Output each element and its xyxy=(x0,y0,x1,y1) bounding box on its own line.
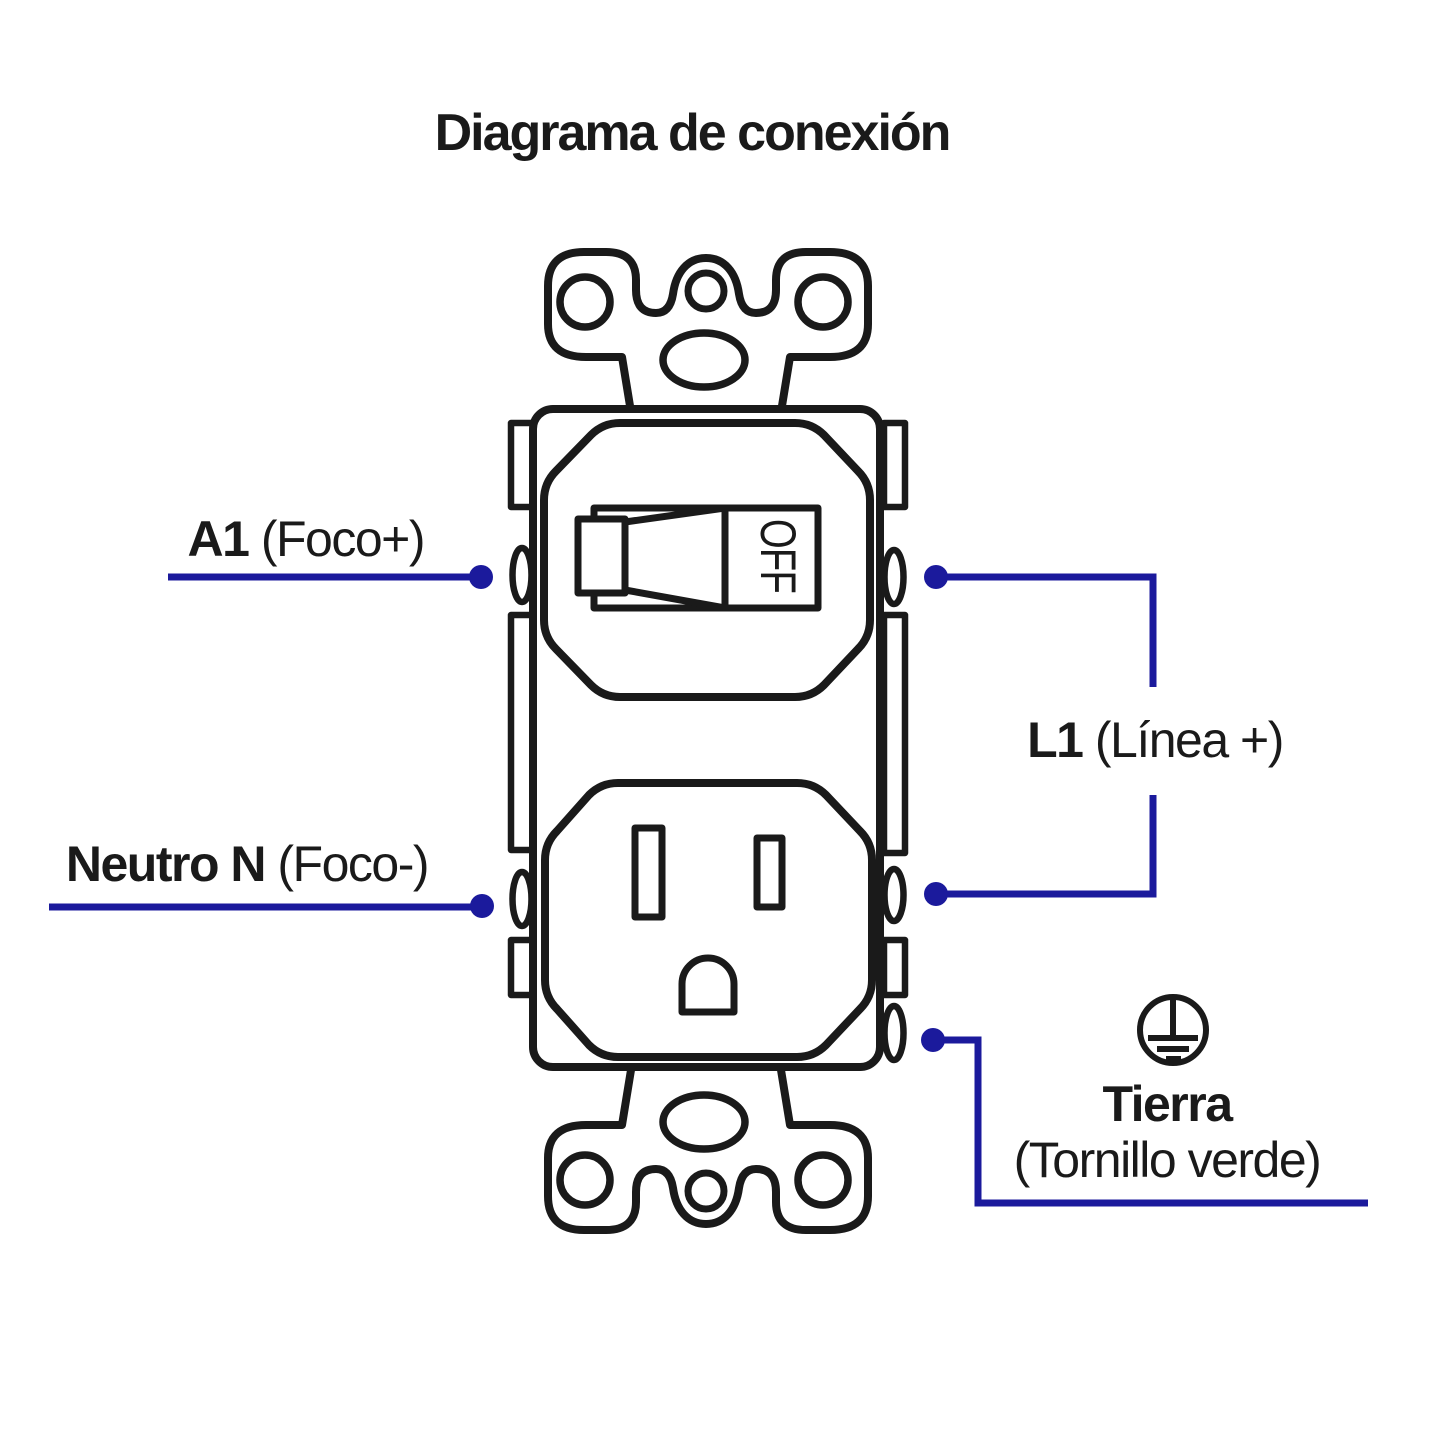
label-tierra-note: (Tornillo verde) xyxy=(1014,1132,1321,1188)
toggle-paddle-bottom-edge xyxy=(621,586,729,612)
terminal-tab-right-2 xyxy=(880,611,909,857)
wire-l1-lower xyxy=(936,795,1157,898)
switch-state-label: OFF xyxy=(750,519,806,593)
terminal-screw-right-ground xyxy=(881,1002,907,1064)
label-neutro: Neutro N (Foco-) xyxy=(66,836,428,892)
label-l1-note: (Línea +) xyxy=(1082,712,1282,768)
strap-screw-hole-top-right xyxy=(794,273,852,331)
terminal-screw-left-outlet xyxy=(509,868,535,930)
label-l1-terminal: L1 xyxy=(1027,712,1083,768)
terminal-screw-right-outlet xyxy=(881,865,907,925)
terminal-dot-ground xyxy=(921,1028,945,1052)
device-drawing xyxy=(507,248,909,1234)
earth-ground-icon xyxy=(1137,994,1209,1066)
label-a1-terminal: A1 xyxy=(188,511,250,567)
terminal-tab-right-1 xyxy=(880,419,909,511)
label-neutro-terminal: Neutro N xyxy=(66,836,265,892)
strap-screw-hole-top-left xyxy=(556,273,614,331)
outlet-ground-hole xyxy=(678,954,738,1016)
mounting-slot-bottom xyxy=(659,1091,749,1153)
wire-l1-upper xyxy=(936,573,1157,687)
terminal-dot-neutro xyxy=(470,894,494,918)
terminal-dot-a1 xyxy=(469,565,493,589)
wires xyxy=(49,573,1368,1207)
label-a1-note: (Foco+) xyxy=(248,511,424,567)
terminal-tab-right-3 xyxy=(880,936,909,999)
label-l1: L1 (Línea +) xyxy=(1027,712,1283,768)
outlet-neutral-slot xyxy=(631,824,666,921)
terminal-screw-right-switch xyxy=(881,546,907,608)
strap-center-hole-top xyxy=(684,269,728,313)
earth-icon-circle xyxy=(1137,994,1209,1066)
strap-screw-hole-bottom-right xyxy=(794,1151,852,1209)
label-neutro-note: (Foco-) xyxy=(265,836,428,892)
outlet-face xyxy=(541,779,876,1061)
label-tierra: Tierra xyxy=(1102,1076,1234,1132)
strap-screw-hole-bottom-left xyxy=(556,1151,614,1209)
mounting-strap-bottom xyxy=(544,1066,872,1234)
strap-center-hole-bottom xyxy=(684,1169,728,1213)
toggle-paddle-top-edge xyxy=(621,504,729,526)
wire-ground xyxy=(933,1036,1368,1207)
mounting-strap-top xyxy=(544,248,872,416)
terminal-dot-l1-bottom xyxy=(924,882,948,906)
switch-opening xyxy=(540,419,874,701)
label-a1: A1 (Foco+) xyxy=(188,511,424,567)
mounting-slot-top xyxy=(659,329,749,391)
outlet-hot-slot xyxy=(753,834,786,911)
terminal-screw-left-switch xyxy=(509,544,535,606)
page-title: Diagrama de conexión xyxy=(435,104,950,162)
wire-terminals xyxy=(469,565,948,1052)
toggle-tip xyxy=(574,515,629,597)
terminal-dot-l1-top xyxy=(924,565,948,589)
